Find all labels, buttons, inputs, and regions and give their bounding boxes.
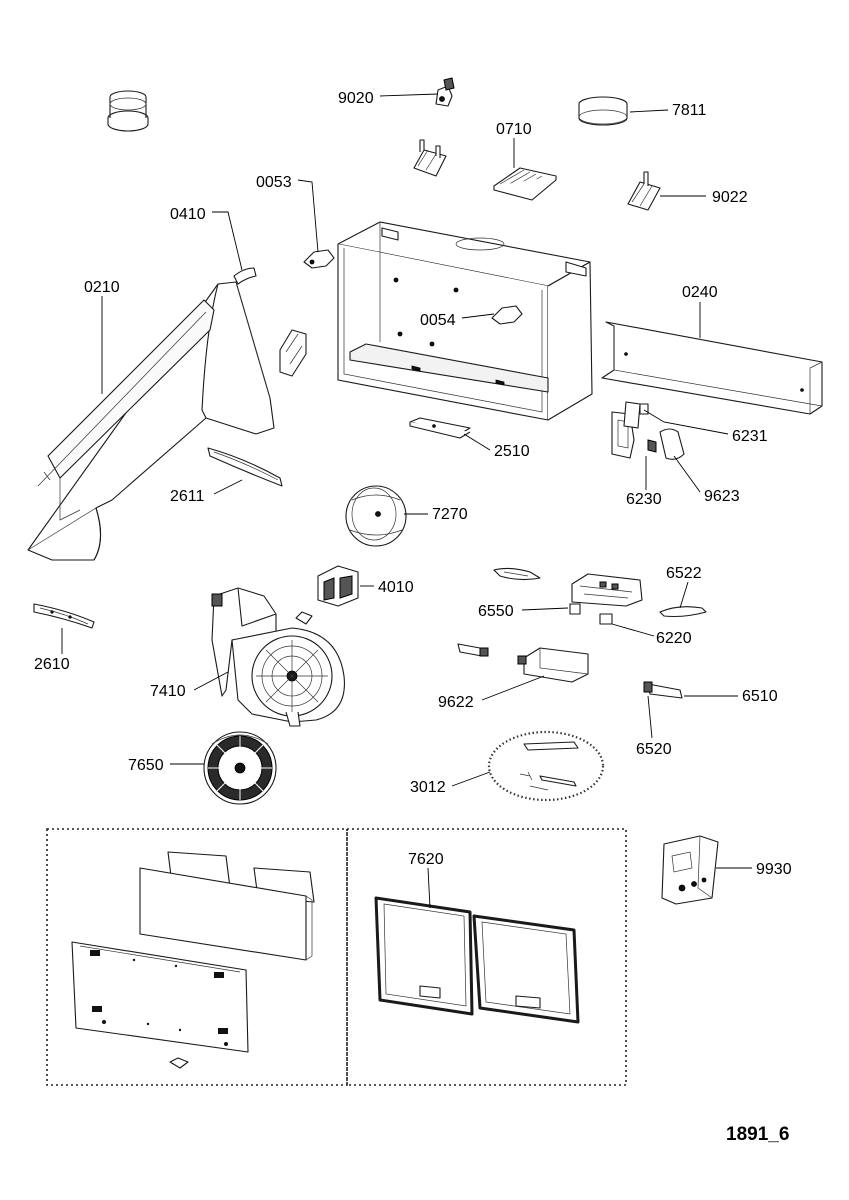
label-6522: 6522: [666, 565, 702, 582]
label-9020: 9020: [338, 90, 374, 107]
label-7650: 7650: [128, 757, 164, 774]
part-2510-shape: [409, 417, 471, 439]
label-7270: 7270: [432, 506, 468, 523]
label-6520: 6520: [636, 741, 672, 758]
part-7620-grease-filters: [374, 896, 580, 1024]
label-2611: 2611: [170, 488, 205, 505]
part-0410-strip: [233, 267, 257, 285]
label-0053: 0053: [256, 174, 292, 191]
part-2611-strip: [207, 447, 283, 487]
label-0054: 0054: [420, 312, 456, 329]
part-7811-shape: [578, 96, 628, 126]
part-9622-shape: [517, 647, 589, 683]
part-2610-strip: [33, 603, 95, 629]
bracket-left-part: [413, 139, 447, 177]
part-0210-canopy: [27, 281, 275, 561]
part-6522-shape: [659, 606, 707, 618]
glass-panels-part: [139, 851, 315, 961]
part-6231-shape: [639, 403, 649, 415]
label-6550: 6550: [478, 603, 514, 620]
label-9022: 9022: [712, 189, 748, 206]
main-box-part: [337, 221, 593, 421]
part-0053-clip: [303, 249, 335, 269]
part-4010-shape: [317, 565, 359, 607]
lamp-holder-top-part: [493, 567, 541, 581]
side-bracket-part: [279, 329, 307, 377]
part-7410-fan-housing: [211, 587, 345, 727]
label-6231: 6231: [732, 428, 768, 445]
panel-frame-left: [46, 828, 348, 1086]
label-0710: 0710: [496, 121, 532, 138]
label-0210: 0210: [84, 279, 120, 296]
part-3012-kit: [487, 730, 605, 802]
label-6230: 6230: [626, 491, 662, 508]
label-9622: 9622: [438, 694, 474, 711]
control-board-part: [571, 573, 643, 607]
part-0240-rail: [601, 321, 823, 415]
leader-lines: [61, 93, 752, 909]
label-7620: 7620: [408, 851, 444, 868]
lamp-small-part: [457, 643, 489, 657]
label-2610: 2610: [34, 656, 70, 673]
label-6220: 6220: [656, 630, 692, 647]
part-9020-shape: [435, 77, 455, 107]
drawing-id: 1891_6: [726, 1124, 789, 1145]
label-6510: 6510: [742, 688, 778, 705]
label-9930: 9930: [756, 861, 792, 878]
panel-frame-right: [346, 828, 627, 1086]
part-7650-filter: [203, 731, 277, 805]
label-0410: 0410: [170, 206, 206, 223]
part-9022-bracket: [627, 171, 661, 211]
label-7410: 7410: [150, 683, 186, 700]
label-0240: 0240: [682, 284, 718, 301]
part-9623-shape: [647, 428, 685, 460]
part-6230-switch: [611, 401, 641, 459]
label-2510: 2510: [494, 443, 530, 460]
part-6550-shape: [569, 603, 581, 615]
part-0710-grille: [493, 167, 557, 201]
label-9623: 9623: [704, 488, 740, 505]
part-9930-bag: [661, 835, 719, 905]
back-panel-part: [71, 941, 249, 1069]
label-3012: 3012: [410, 779, 446, 796]
part-6220-shape: [599, 613, 613, 625]
duct-adapter-part: [107, 90, 149, 132]
label-4010: 4010: [378, 579, 414, 596]
part-7270-wheel: [345, 485, 407, 547]
label-7811: 7811: [672, 102, 707, 119]
part-6510-shape: [643, 681, 683, 699]
